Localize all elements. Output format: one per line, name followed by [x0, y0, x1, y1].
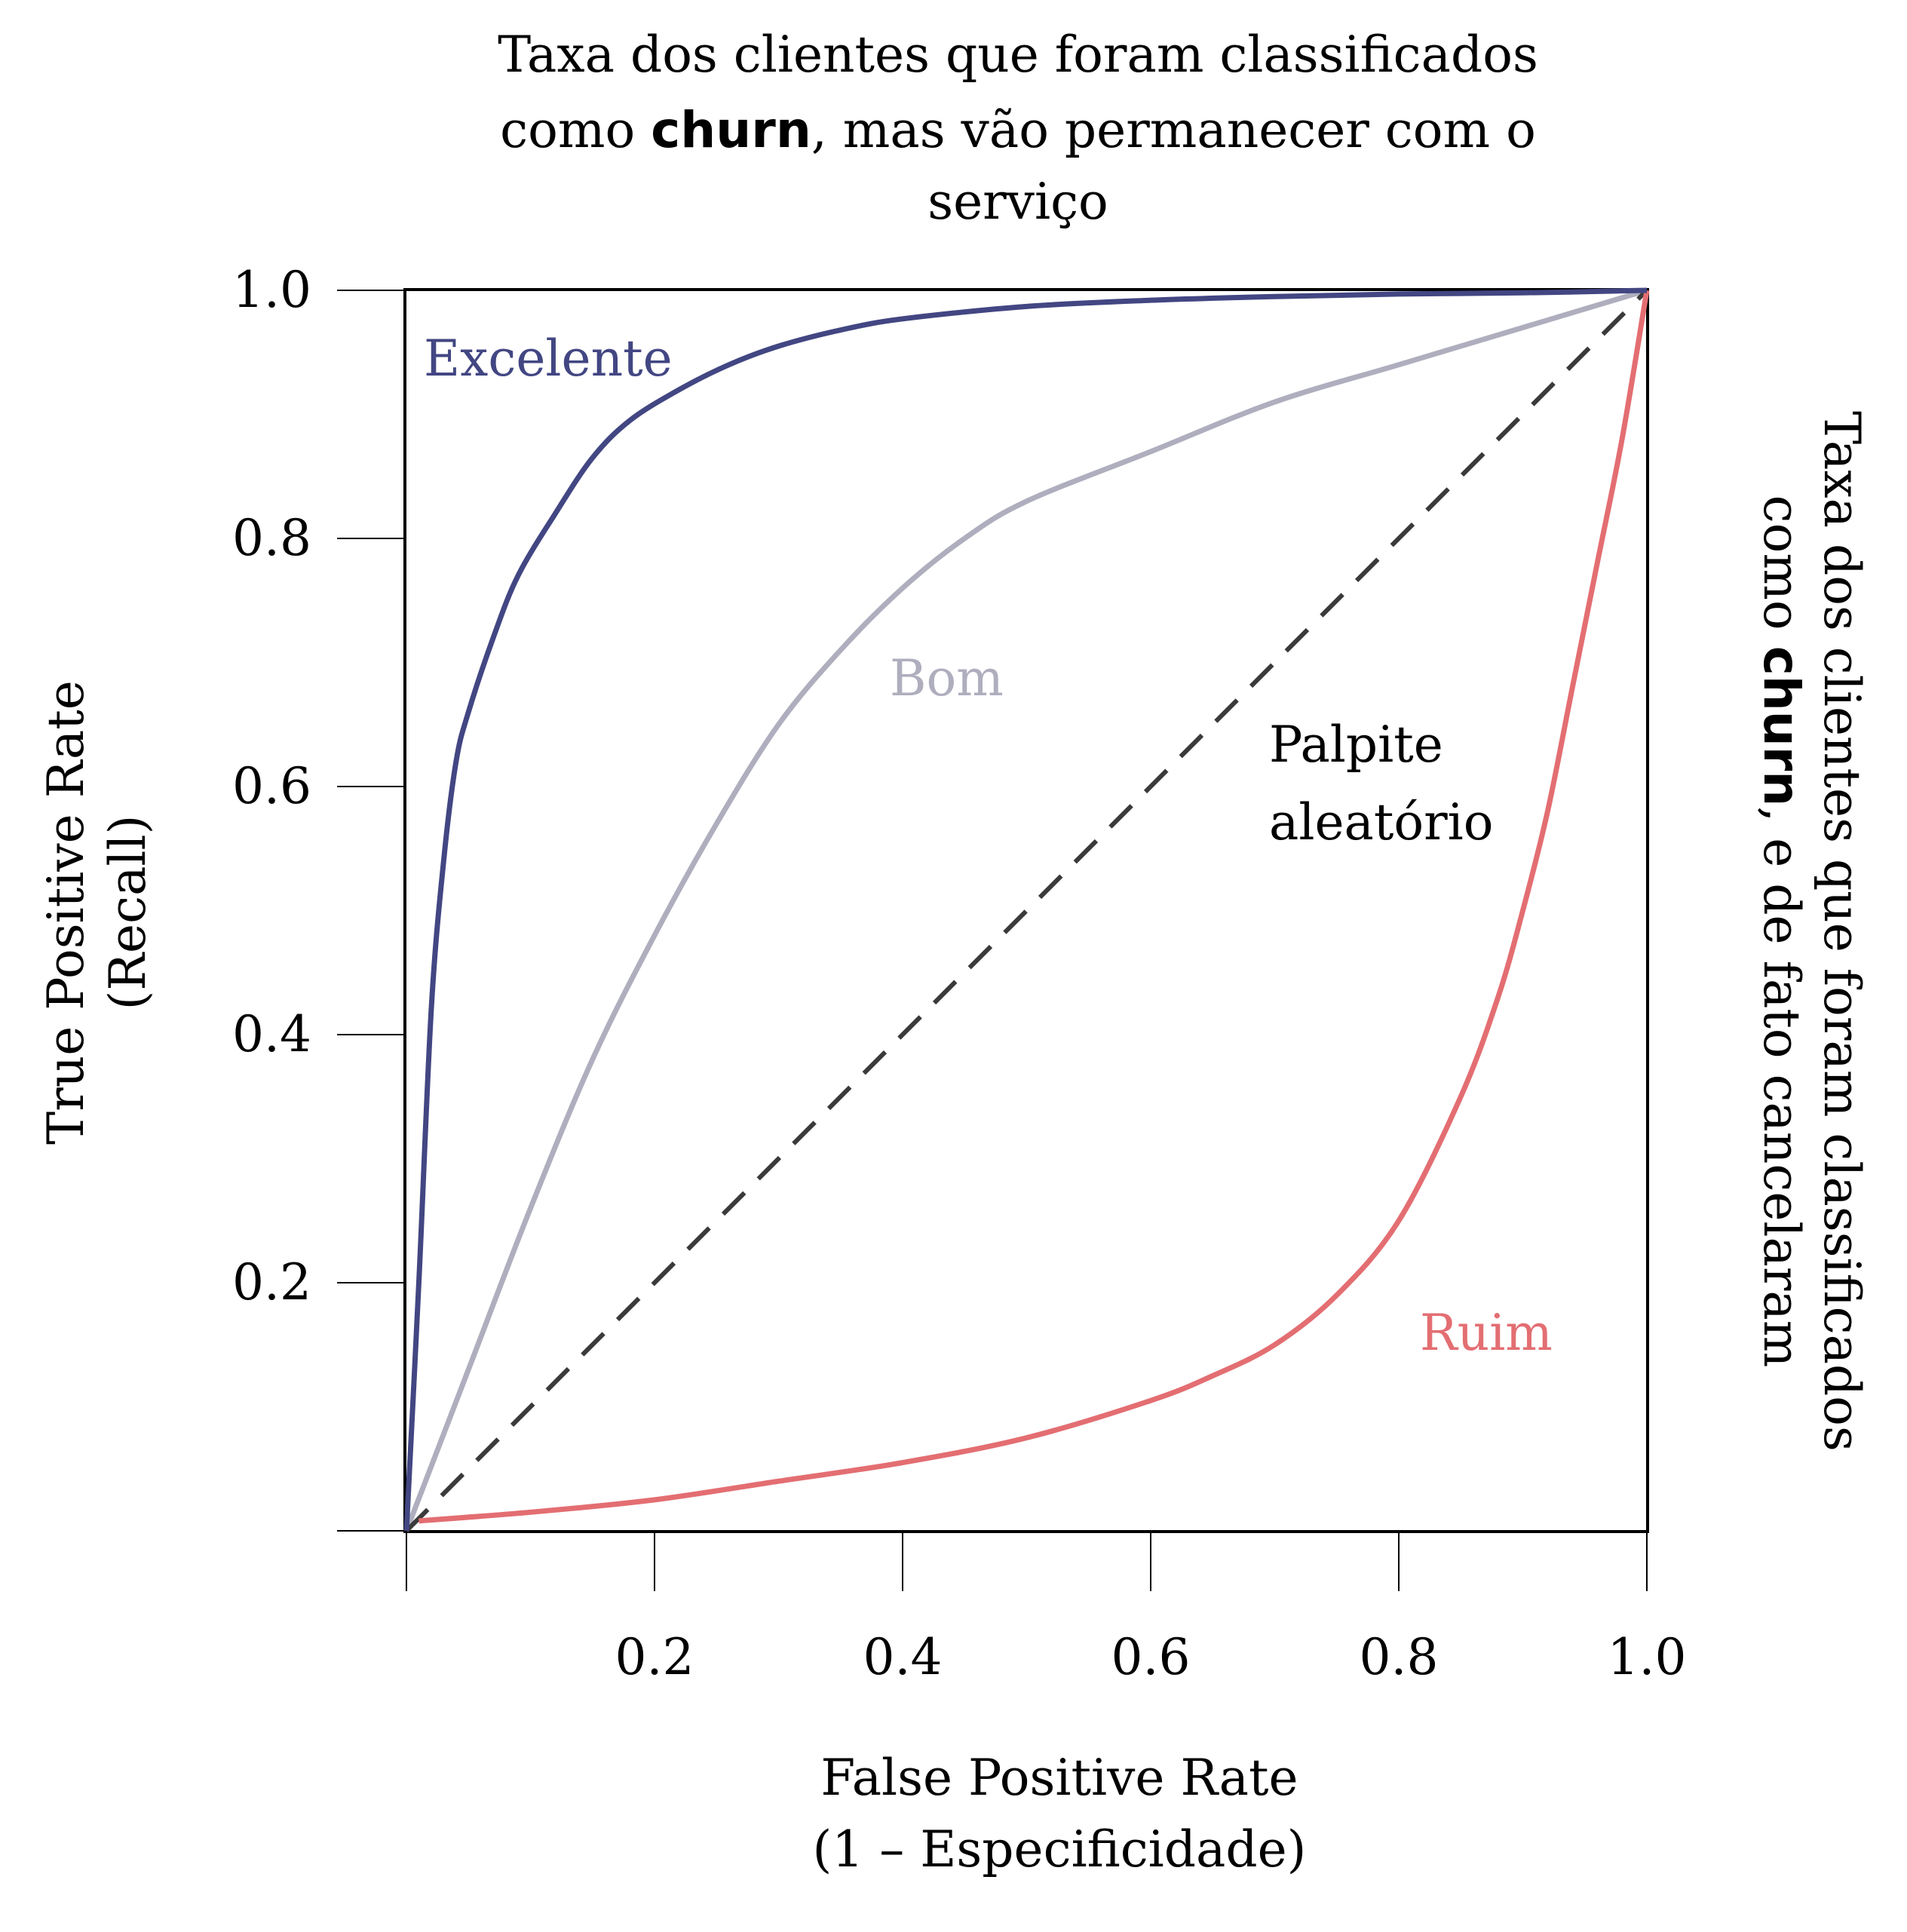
plot-frame: [403, 288, 1649, 1533]
label-ruim: Ruim: [1420, 1304, 1553, 1362]
y-tick-label: 0.8: [232, 509, 311, 567]
y-axis-label-line1: True Positive Rate: [37, 680, 95, 1145]
x-axis-label-line1: False Positive Rate: [820, 1749, 1298, 1807]
label-bom: Bom: [890, 649, 1004, 707]
y-axis-label: True Positive Rate (Recall): [37, 680, 157, 1145]
right-annotation: Taxa dos clientes que foram classificado…: [1752, 411, 1871, 1452]
series-palpite-aleat-rio: [404, 288, 1649, 1533]
y-axis-label-line2: (Recall): [99, 815, 157, 1010]
x-tick-label: 0.4: [863, 1628, 943, 1686]
top-annotation: Taxa dos clientes que foram classificado…: [498, 26, 1538, 231]
right-annotation-line2: como churn, e de fato cancelaram: [1752, 495, 1810, 1368]
x-axis-label: False Positive Rate (1 – Especificidade): [813, 1749, 1307, 1878]
top-annotation-line3: serviço: [927, 173, 1108, 231]
x-tick-label: 0.6: [1111, 1628, 1191, 1686]
series-ruim: [418, 290, 1650, 1524]
top-annotation-line1: Taxa dos clientes que foram classificado…: [498, 26, 1538, 84]
label-palpite-line1: Palpite: [1269, 716, 1443, 774]
label-excelente: Excelente: [424, 330, 673, 388]
axis-ticks: 0.2 0.4 0.6 0.8 1.0 0.2 0.4 0.6 0.8 1.0: [232, 261, 1686, 1686]
y-tick-label: 0.6: [232, 757, 311, 815]
y-tick-label: 0.4: [232, 1005, 311, 1063]
y-tick-label: 1.0: [232, 261, 311, 319]
series-excelente: [403, 287, 1648, 1532]
curve-labels: Excelente Bom Palpite aleatório Ruim: [424, 330, 1553, 1362]
x-tick-label: 1.0: [1608, 1628, 1687, 1686]
top-annotation-line2: como churn, mas vão permanecer com o: [500, 101, 1536, 159]
x-axis-label-line2: (1 – Especificidade): [813, 1820, 1307, 1878]
label-palpite-line2: aleatório: [1269, 793, 1494, 851]
series-bom: [403, 287, 1648, 1532]
right-annotation-line1: Taxa dos clientes que foram classificado…: [1813, 411, 1871, 1452]
x-tick-label: 0.8: [1360, 1628, 1439, 1686]
y-tick-label: 0.2: [232, 1253, 311, 1311]
x-tick-label: 0.2: [615, 1628, 694, 1686]
series-layer: [403, 287, 1650, 1533]
